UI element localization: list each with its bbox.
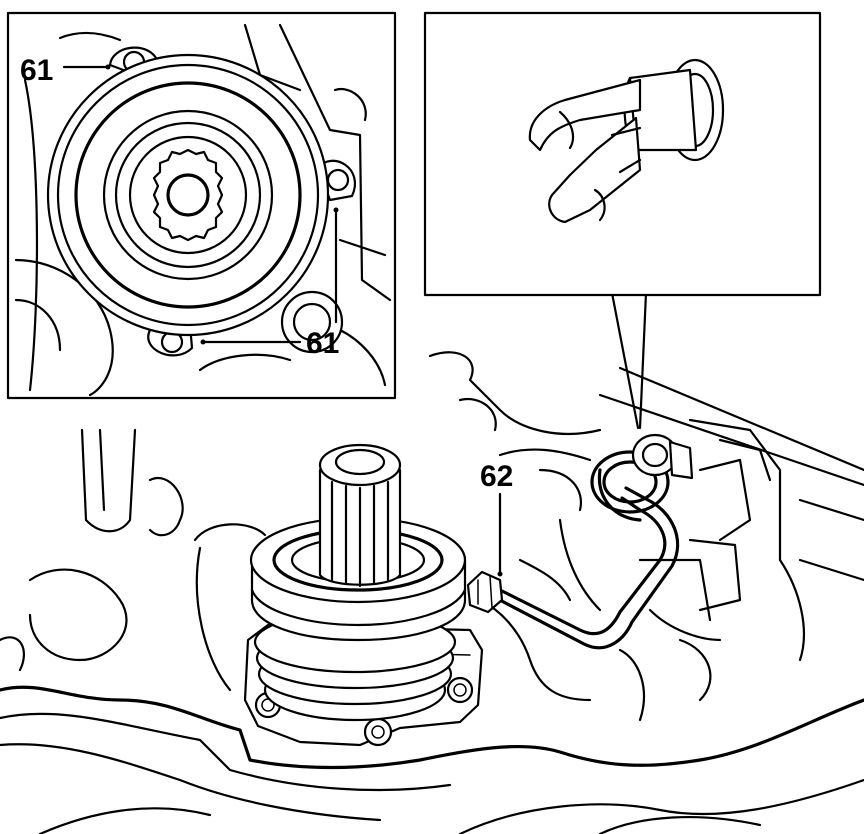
pipe-quick-connector bbox=[631, 433, 694, 480]
hydraulic-pipe bbox=[466, 450, 680, 650]
callout-61-bottom: 61 bbox=[306, 327, 339, 360]
callout-62: 62 bbox=[480, 460, 513, 493]
callout-62-dot bbox=[497, 571, 503, 577]
callout-61-top: 61 bbox=[20, 54, 53, 87]
detail-inset-left bbox=[6, 11, 397, 400]
detail-inset-right bbox=[423, 11, 822, 297]
gearbox-housing bbox=[0, 351, 864, 834]
input-shaft bbox=[318, 443, 402, 588]
inset-pointer bbox=[610, 291, 648, 430]
